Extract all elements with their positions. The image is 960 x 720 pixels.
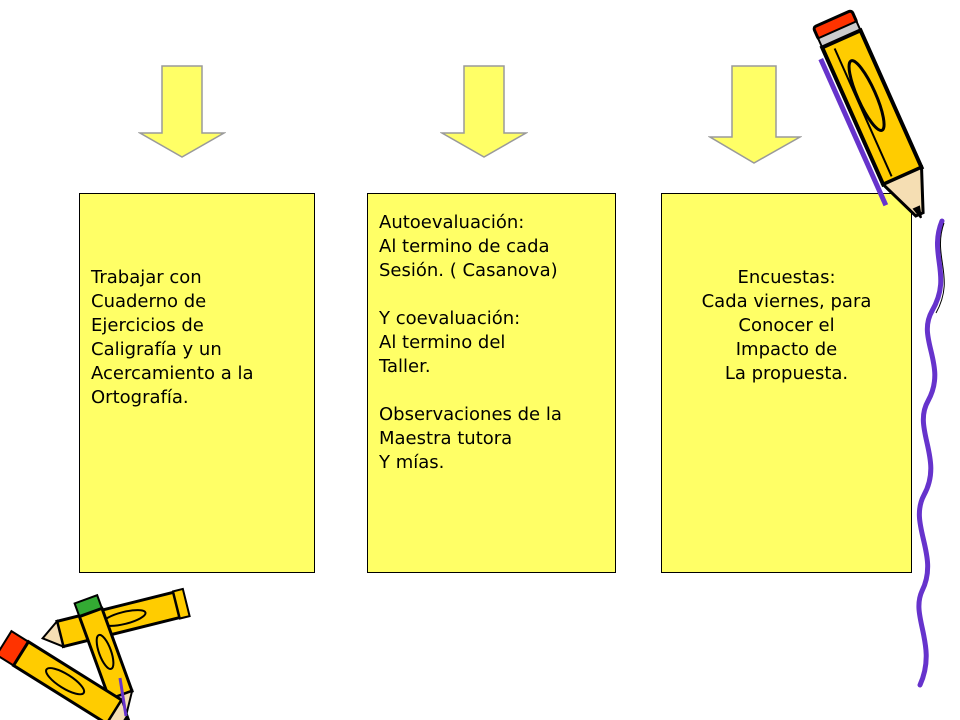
box-line: Autoevaluación: (379, 212, 525, 233)
box-line: Y mías. (379, 452, 445, 473)
box-line: Al termino de cada (379, 236, 550, 257)
line-gap (379, 283, 615, 307)
box-line: Encuestas: (737, 267, 836, 288)
box-line: Cuaderno de (91, 291, 207, 312)
box-line: Maestra tutora (379, 428, 513, 449)
box-line: Taller. (379, 356, 431, 377)
box-line: Y coevaluación: (379, 308, 521, 329)
box-line: Caligrafía y un (91, 339, 222, 360)
box-line: Acercamiento a la (91, 363, 254, 384)
decorative-wave-line (916, 218, 945, 688)
crayon-icon (0, 587, 191, 720)
pencil-icon (812, 9, 925, 219)
box-line: Sesión. ( Casanova) (379, 260, 558, 281)
down-arrow-icon (138, 65, 226, 158)
box-line: Al termino del (379, 332, 506, 353)
box-line: Conocer el (738, 315, 835, 336)
down-arrow-icon (708, 65, 802, 164)
box-line: La propuesta. (724, 363, 849, 384)
box-line: Cada viernes, para (701, 291, 872, 312)
box-line: Observaciones de la (379, 404, 562, 425)
down-arrow-icon (440, 65, 528, 158)
box-line: Trabajar con (91, 267, 202, 288)
line-gap (379, 379, 615, 403)
box-line: Impacto de (735, 339, 838, 360)
box-line: Ejercicios de (91, 315, 204, 336)
box-line: Ortografía. (91, 387, 189, 408)
